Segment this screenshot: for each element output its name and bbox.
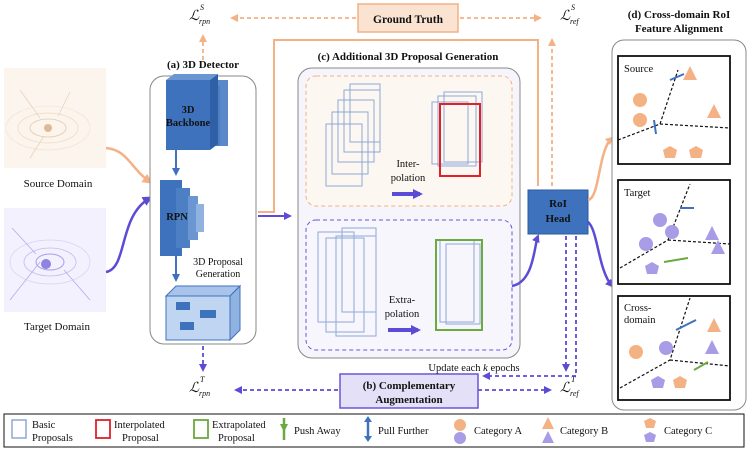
source-boundaries [617, 69, 731, 141]
svg-text:T: T [571, 375, 576, 384]
svg-text:S: S [571, 3, 575, 12]
target-boundaries [619, 183, 731, 269]
roi-head-label-2: Head [545, 213, 570, 225]
svg-text:S: S [200, 3, 204, 12]
backbone-label-1: 3D [182, 105, 195, 116]
detector-title: (a) 3D Detector [167, 59, 239, 71]
source-panel-label: Source [624, 64, 653, 75]
cross-panel-label-2: domain [624, 315, 656, 326]
cross-panel-label-1: Cross- [624, 303, 652, 314]
push-away-icon [280, 418, 288, 440]
interpolated-proposal-box [439, 103, 481, 177]
roi-to-alignment-purple [587, 221, 614, 288]
pull-further-icon [364, 416, 372, 442]
roi-head-box [527, 189, 589, 235]
loss-rpn-target: ℒ T rpn [189, 375, 210, 398]
basic-proposals-interp-2 [431, 91, 483, 167]
alignment-title-1: (d) Cross-domain RoI [628, 9, 730, 21]
svg-text:ℒ: ℒ [560, 9, 571, 24]
rpn-block [160, 180, 204, 256]
update-epochs-label: Update each k epochs [428, 363, 519, 374]
svg-text:ℒ: ℒ [560, 381, 571, 396]
cross-boundaries [619, 297, 731, 389]
category-c-icon [644, 418, 656, 428]
ground-truth-label: Ground Truth [373, 14, 444, 26]
svg-text:rpn: rpn [199, 389, 210, 398]
roi-to-augmentation-update [482, 236, 577, 380]
category-a-icon [454, 419, 466, 431]
augmentation-label-1: (b) Complementary [363, 380, 456, 392]
legend-extrap-1: Extrapolated [212, 420, 266, 431]
legend-push: Push Away [294, 426, 341, 437]
loss-ref-source: ℒ S ref [560, 3, 580, 26]
svg-text:T: T [200, 375, 205, 384]
loss-ref-target: ℒ T ref [560, 375, 580, 398]
target-domain-label: Target Domain [24, 321, 90, 333]
rpn-label: RPN [166, 212, 188, 223]
legend-cat-c: Category C [664, 426, 712, 437]
svg-text:ref: ref [570, 389, 580, 398]
target-point-cloud [4, 208, 106, 312]
extrapolated-proposal-box [435, 239, 483, 331]
legend-basic-swatch [11, 419, 27, 439]
generation-to-roi-arrow [511, 234, 540, 288]
basic-proposals-interp [325, 83, 381, 187]
category-c-icon-target [644, 432, 656, 442]
legend-extrap-swatch [193, 419, 209, 439]
legend-cat-a: Category A [474, 426, 523, 437]
interpolation-label-2: polation [391, 173, 426, 184]
augmentation-box [339, 373, 479, 409]
proposal-gen-label-1: 3D Proposal [193, 257, 243, 268]
legend-interp-2: Proposal [122, 433, 159, 444]
source-point-cloud [4, 68, 106, 168]
legend-pull: Pull Further [378, 426, 429, 437]
source-to-detector-arrow [105, 146, 153, 184]
svg-text:ℒ: ℒ [189, 381, 200, 396]
loss-rpn-source: ℒ S rpn [189, 3, 210, 26]
target-to-detector-arrow [105, 196, 153, 274]
legend-cat-b: Category B [560, 426, 608, 437]
category-a-icon-target [454, 432, 466, 444]
augmentation-label-2: Augmentation [375, 394, 442, 406]
legend-interp-swatch [95, 419, 111, 439]
legend-basic-1: Basic [32, 420, 56, 431]
svg-text:ref: ref [570, 17, 580, 26]
legend-basic-2: Proposals [32, 433, 73, 444]
interpolation-label-1: Inter- [396, 159, 420, 170]
backbone-label-2: Backbone [166, 118, 211, 129]
extrapolation-subpanel [305, 219, 513, 351]
legend-box [3, 413, 745, 448]
generation-title: (c) Additional 3D Proposal Generation [318, 51, 499, 63]
svg-text:rpn: rpn [199, 17, 210, 26]
backbone-block [166, 74, 228, 150]
roi-to-alignment-orange [587, 136, 614, 202]
basic-proposals-extrap [317, 227, 377, 337]
extrapolation-label-1: Extra- [389, 295, 416, 306]
source-domain-label: Source Domain [24, 178, 93, 190]
roi-head-label-1: RoI [549, 198, 567, 210]
proposal-gen-label-2: Generation [196, 269, 240, 280]
svg-text:ℒ: ℒ [189, 9, 200, 24]
category-b-icon-target [542, 431, 554, 443]
legend-extrap-2: Proposal [218, 433, 255, 444]
category-b-icon [542, 417, 554, 429]
proposal-cube [164, 284, 242, 342]
legend-interp-1: Interpolated [114, 420, 165, 431]
detector-to-generation-arrow [258, 39, 539, 213]
ground-truth-box [357, 3, 459, 33]
extrapolation-label-2: polation [385, 309, 420, 320]
alignment-title-2: Feature Alignment [635, 23, 723, 35]
target-panel-label: Target [624, 188, 651, 199]
